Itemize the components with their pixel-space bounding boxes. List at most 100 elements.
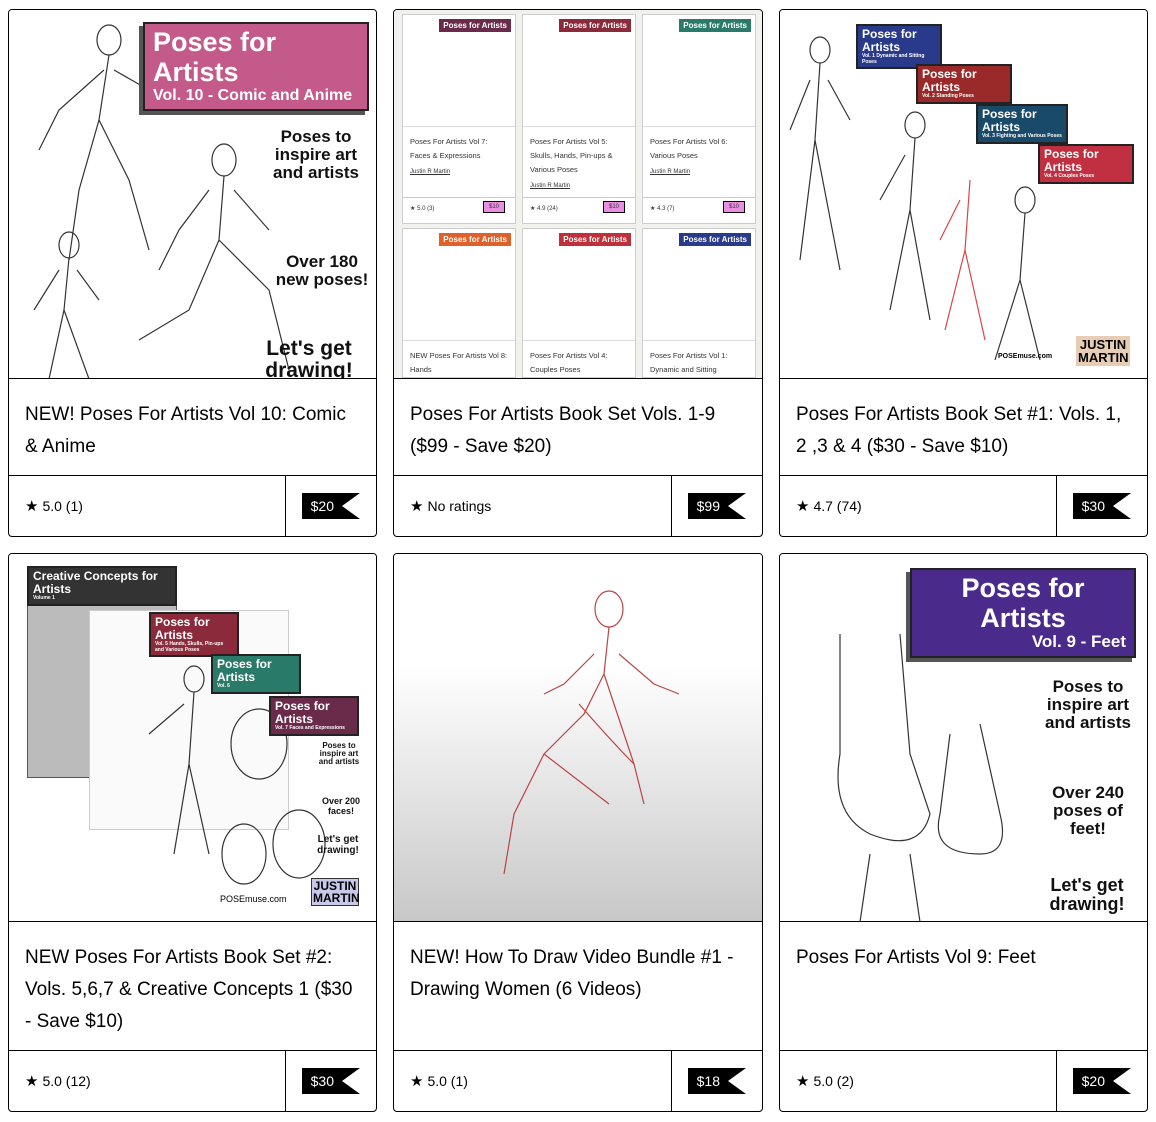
banner-sub: Vol. 6	[217, 683, 230, 690]
mini-title: Poses For Artists Vol 4: Couples Poses	[530, 351, 608, 374]
cover-blurb: Over 180 new poses!	[275, 252, 369, 289]
product-footer: ★5.0 (12) $30	[9, 1050, 376, 1111]
product-footer: ★5.0 (2) $20	[780, 1050, 1147, 1111]
rating-text: 4.7 (74)	[813, 498, 862, 514]
mini-title: NEW Poses For Artists Vol 8: Hands	[410, 351, 508, 374]
product-footer: ★No ratings $99	[394, 475, 762, 536]
mini-title: Poses For Artists Vol 1: Dynamic and Sit…	[650, 351, 728, 374]
mini-title: Poses For Artists Vol 5: Skulls, Hands, …	[530, 137, 613, 174]
mini-author: Justin R Martin	[410, 169, 451, 175]
cover-blurb: Let's get drawing!	[1049, 875, 1125, 914]
star-icon: ★	[796, 498, 810, 515]
mini-rating-text: 4.9 (24)	[537, 205, 558, 212]
banner-sub: Vol. 10 - Comic and Anime	[153, 87, 353, 105]
banner-text: Poses for Artists	[862, 27, 917, 55]
mini-title: Poses For Artists Vol 7: Faces & Express…	[410, 137, 488, 160]
rating-text: 5.0 (1)	[427, 1073, 468, 1089]
product-title[interactable]: Poses For Artists Book Set Vols. 1-9 ($9…	[410, 404, 716, 457]
site-text: POSEmuse.com	[998, 353, 1053, 360]
cover-blurb: Over 200 faces!	[321, 796, 361, 816]
mini-banner: Poses for Artists	[559, 233, 631, 246]
product-title[interactable]: NEW! Poses For Artists Vol 10: Comic & A…	[25, 404, 346, 457]
product-thumbnail[interactable]	[394, 554, 762, 922]
star-icon: ★	[530, 206, 536, 212]
price-box: $30	[284, 1051, 376, 1111]
product-title[interactable]: NEW Poses For Artists Book Set #2: Vols.…	[25, 947, 353, 1032]
star-icon: ★	[650, 206, 656, 212]
mini-banner: Poses for Artists	[679, 233, 751, 246]
mini-rating: ★ 4.9 (24)	[523, 197, 635, 219]
star-icon: ★	[410, 1073, 424, 1090]
price-box: $99	[670, 476, 762, 536]
mini-title: Poses For Artists Vol 6: Various Poses	[650, 137, 728, 160]
cover-blurb: Over 240 poses of feet!	[1052, 783, 1124, 838]
product-card[interactable]: NEW! How To Draw Video Bundle #1 - Drawi…	[393, 553, 763, 1112]
rating-text: No ratings	[427, 498, 492, 514]
banner-text: Poses for Artists	[153, 27, 277, 87]
product-title[interactable]: NEW! How To Draw Video Bundle #1 - Drawi…	[410, 947, 734, 1000]
figure-sketch	[148, 665, 326, 885]
product-title[interactable]: Poses For Artists Book Set #1: Vols. 1, …	[796, 404, 1122, 457]
mini-banner: Poses for Artists	[439, 19, 511, 32]
cover-blurb: Let's get drawing!	[317, 834, 359, 856]
author-logo: JUSTIN MARTIN	[1076, 336, 1130, 366]
figure-sketch	[503, 590, 680, 875]
product-footer: ★5.0 (1) $20	[9, 475, 376, 536]
mini-thumbnail: Poses for Artists	[523, 15, 635, 127]
banner-sub: Vol. 9 - Feet	[1031, 632, 1126, 652]
banner-sub: Vol. 7 Faces and Expressions	[275, 725, 345, 732]
figure-sketch	[33, 24, 290, 378]
figure-sketch	[837, 633, 1004, 921]
mini-rating: ★ 4.3 (7)	[643, 197, 755, 219]
mini-banner: Poses for Artists	[679, 19, 751, 32]
star-icon: ★	[410, 206, 416, 212]
banner-sub: Vol. 1 Dynamic and Sitting Poses	[862, 53, 925, 65]
product-title[interactable]: Poses For Artists Vol 9: Feet	[796, 947, 1036, 968]
banner-sub: Vol. 4 Couples Poses	[1044, 173, 1095, 180]
cover-blurb: Poses to inspire art and artists	[273, 127, 359, 182]
banner-sub: Vol. 2 Standing Poses	[922, 93, 974, 100]
author-logo: JUSTIN MARTIN	[311, 878, 360, 906]
mini-thumbnail: Poses for Artists	[643, 15, 755, 127]
banner-sub: Vol. 3 Fighting and Various Poses	[982, 133, 1062, 140]
site-text: POSEmuse.com	[220, 894, 287, 904]
banner-text: Poses for Artists	[961, 573, 1085, 633]
cover-blurb: Poses to inspire art and artists	[318, 741, 360, 766]
banner-text: Poses for Artists	[982, 107, 1037, 135]
banner-text: Poses for Artists	[275, 699, 330, 727]
cover-blurb: Poses to inspire art and artists	[1045, 677, 1131, 732]
rating: ★5.0 (12)	[9, 1051, 285, 1111]
banner-text: Poses for Artists	[217, 657, 272, 685]
mini-price: $10	[602, 201, 625, 213]
banner-text: Poses for Artists	[1044, 147, 1099, 175]
price-box: $18	[670, 1051, 762, 1111]
product-footer: ★5.0 (1) $18	[394, 1050, 762, 1111]
mini-rating-text: 4.3 (7)	[657, 205, 675, 212]
product-footer: ★4.7 (74) $30	[780, 475, 1147, 536]
star-icon: ★	[25, 1073, 39, 1090]
mini-banner: Poses for Artists	[439, 233, 511, 246]
mini-rating-text: 5.0 (3)	[417, 205, 435, 212]
price-tag: $30	[301, 1068, 361, 1094]
mini-thumbnail: Poses for Artists	[403, 229, 515, 341]
price-tag: $20	[1072, 1068, 1132, 1094]
banner-text: Creative Concepts for Artists	[33, 569, 158, 597]
